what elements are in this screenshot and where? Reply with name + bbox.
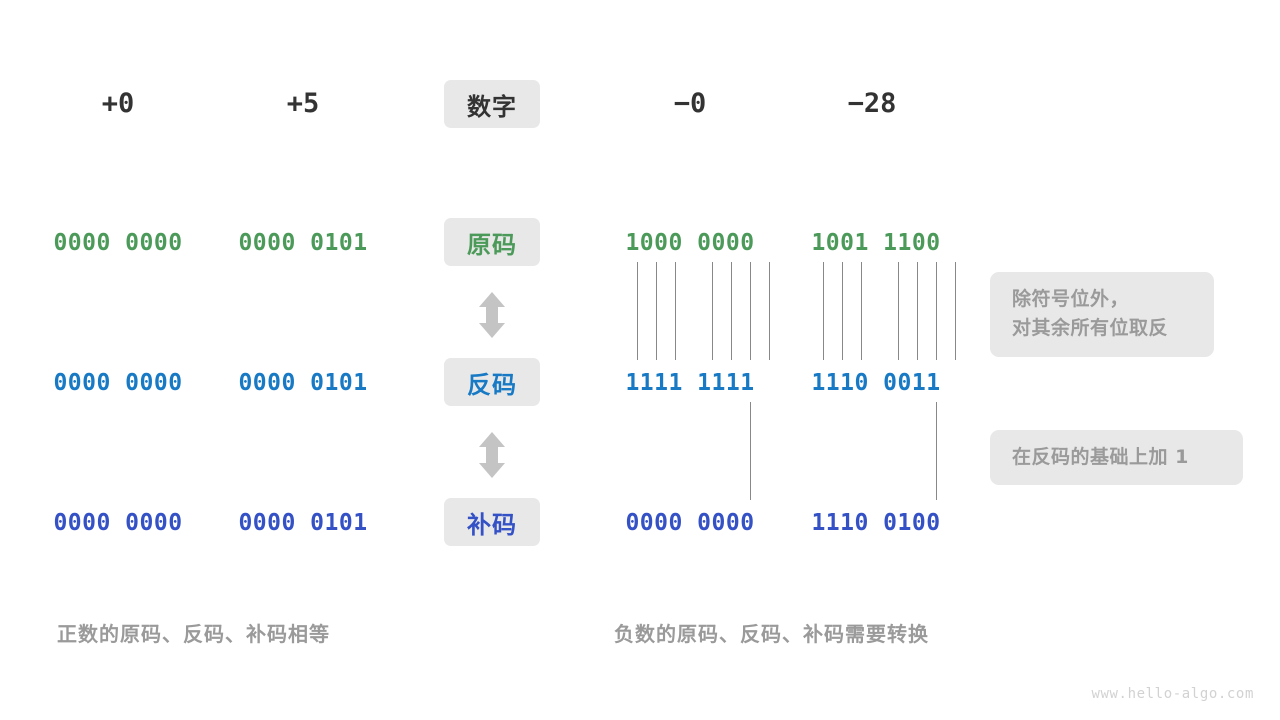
- site-watermark: www.hello-algo.com: [1091, 686, 1254, 702]
- note-line-1: 除符号位外，: [1012, 288, 1130, 310]
- connector-line: [917, 262, 918, 360]
- bits-twos-complement-minus-twenty-eight: 1110 0100: [811, 510, 941, 536]
- connector-line: [712, 262, 713, 360]
- connector-line: [936, 262, 937, 360]
- bits-twos-complement-minus-zero: 0000 0000: [625, 510, 755, 536]
- connector-line: [769, 262, 770, 360]
- row-label-ones-complement: 反码: [444, 358, 540, 406]
- column-header-plus-five: +5: [286, 88, 320, 119]
- bits-sign-magnitude-plus-five: 0000 0101: [238, 230, 368, 256]
- row-label-twos-complement: 补码: [444, 498, 540, 546]
- connector-line: [750, 402, 751, 500]
- note-line-1: 在反码的基础上加 1: [1012, 446, 1189, 468]
- caption-positive-numbers: 正数的原码、反码、补码相等: [57, 622, 330, 646]
- bits-ones-complement-minus-zero: 1111 1111: [625, 370, 755, 396]
- connector-line: [731, 262, 732, 360]
- bits-sign-magnitude-minus-twenty-eight: 1001 1100: [811, 230, 941, 256]
- note-line-2: 对其余所有位取反: [1012, 317, 1169, 340]
- bits-sign-magnitude-minus-zero: 1000 0000: [625, 230, 755, 256]
- note-add-one: 在反码的基础上加 1: [990, 430, 1243, 486]
- connector-line: [955, 262, 956, 360]
- connector-line: [750, 262, 751, 360]
- connector-line: [823, 262, 824, 360]
- bits-twos-complement-plus-zero: 0000 0000: [53, 510, 183, 536]
- connector-line: [637, 262, 638, 360]
- connector-line: [675, 262, 676, 360]
- bits-twos-complement-plus-five: 0000 0101: [238, 510, 368, 536]
- connector-line: [861, 262, 862, 360]
- connector-line: [842, 262, 843, 360]
- note-invert-non-sign-bits: 除符号位外， 对其余所有位取反: [990, 272, 1214, 357]
- column-header-plus-zero: +0: [101, 88, 135, 119]
- connector-line: [656, 262, 657, 360]
- double-vertical-arrow-icon: [475, 290, 509, 344]
- bits-ones-complement-minus-twenty-eight: 1110 0011: [811, 370, 941, 396]
- connector-line: [936, 402, 937, 500]
- bits-ones-complement-plus-five: 0000 0101: [238, 370, 368, 396]
- row-label-number: 数字: [444, 80, 540, 128]
- connector-line: [898, 262, 899, 360]
- double-vertical-arrow-icon: [475, 430, 509, 484]
- bits-ones-complement-plus-zero: 0000 0000: [53, 370, 183, 396]
- column-header-minus-zero: −0: [673, 88, 707, 119]
- bits-sign-magnitude-plus-zero: 0000 0000: [53, 230, 183, 256]
- caption-negative-numbers: 负数的原码、反码、补码需要转换: [614, 622, 929, 646]
- column-header-minus-twenty-eight: −28: [847, 88, 897, 119]
- row-label-sign-magnitude: 原码: [444, 218, 540, 266]
